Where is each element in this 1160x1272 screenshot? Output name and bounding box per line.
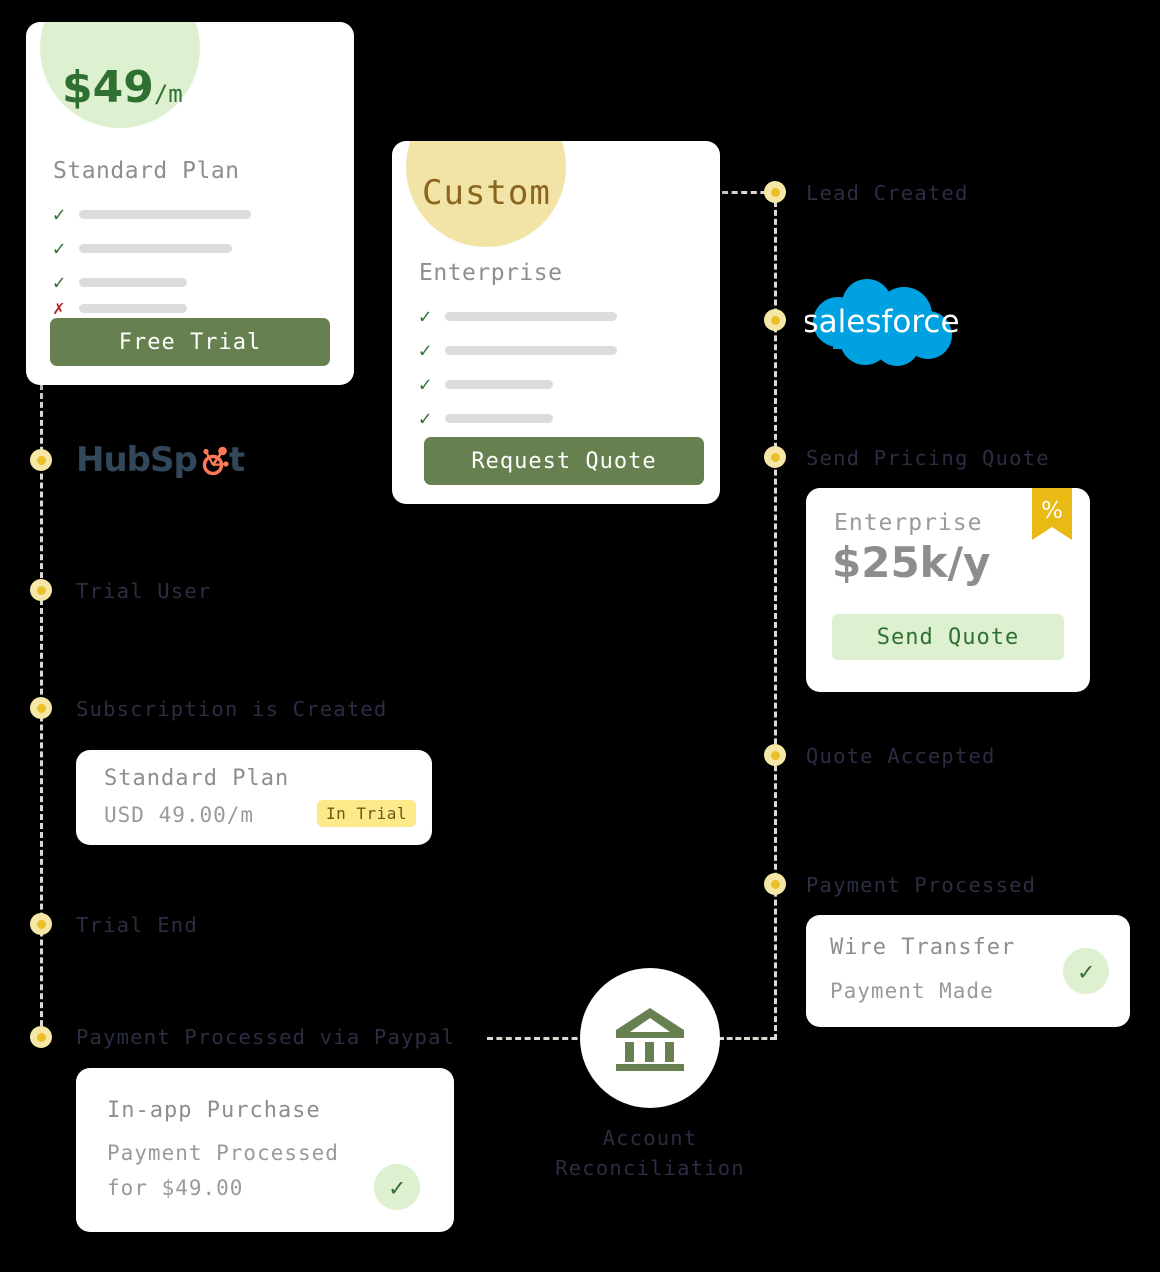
timeline-label-trial-user: Trial User [76, 579, 212, 603]
timeline-label-quote-accepted: Quote Accepted [806, 744, 996, 768]
subscription-card: Standard Plan USD 49.00/m In Trial [76, 750, 432, 845]
check-icon: ✓ [374, 1164, 420, 1210]
check-icon: ✓ [419, 304, 432, 328]
check-icon: ✓ [1063, 948, 1109, 994]
free-trial-button[interactable]: Free Trial [50, 318, 330, 366]
feature-bar [445, 413, 553, 423]
feature-row: ✓ [419, 337, 617, 363]
quote-card-price: $25k/y [832, 538, 991, 587]
check-icon: ✓ [419, 338, 432, 362]
enterprise-plan-card: Custom Enterprise ✓ ✓ ✓ ✓ Request Quote [392, 141, 720, 504]
timeline-dot-subscription-created[interactable] [30, 697, 52, 719]
bank-icon [616, 1008, 684, 1071]
timeline-dot-trial-user[interactable] [30, 579, 52, 601]
subscription-card-subtitle: USD 49.00/m [104, 803, 255, 827]
feature-bar [79, 277, 187, 287]
hubspot-logo: HubSp t [76, 440, 245, 480]
right-timeline-line [774, 192, 777, 1040]
feature-bar [445, 345, 617, 355]
request-quote-button[interactable]: Request Quote [424, 437, 704, 485]
standard-plan-card: $49/m Standard Plan ✓ ✓ ✓ ✗ Free Trial [26, 22, 354, 385]
hubspot-logo-text-before: HubSp [76, 440, 198, 480]
salesforce-cloud-icon: salesforce [802, 279, 960, 366]
quote-card: Enterprise $25k/y Send Quote % [806, 488, 1090, 692]
timeline-dot-send-pricing-quote[interactable] [764, 446, 786, 468]
account-reconciliation-node[interactable] [580, 968, 720, 1108]
timeline-label-lead-created: Lead Created [806, 181, 969, 205]
timeline-dot-payment-processed[interactable] [764, 873, 786, 895]
hubspot-sprocket-icon [202, 446, 229, 476]
timeline-dot-salesforce[interactable] [764, 309, 786, 331]
connector-reconciliation-to-right [718, 1037, 776, 1040]
svg-text:%: % [1041, 498, 1063, 524]
feature-row: ✗ [53, 295, 251, 321]
standard-feature-list: ✓ ✓ ✓ ✗ [53, 201, 251, 329]
timeline-dot-payment-paypal[interactable] [30, 1026, 52, 1048]
status-badge: In Trial [317, 800, 417, 827]
standard-plan-name: Standard Plan [53, 158, 240, 184]
timeline-dot-quote-accepted[interactable] [764, 744, 786, 766]
inapp-purchase-card: In-app Purchase Payment Processed for $4… [76, 1068, 454, 1232]
timeline-label-send-pricing-quote: Send Pricing Quote [806, 446, 1050, 470]
salesforce-logo: salesforce [802, 278, 961, 366]
timeline-dot-hubspot[interactable] [30, 449, 52, 471]
check-icon: ✓ [53, 236, 66, 260]
feature-bar [79, 209, 251, 219]
account-reconciliation-label: Account Reconciliation [530, 1124, 770, 1183]
enterprise-feature-list: ✓ ✓ ✓ ✓ [419, 303, 617, 439]
inapp-purchase-title: In-app Purchase [107, 1098, 321, 1123]
feature-bar [445, 379, 553, 389]
timeline-label-payment-paypal: Payment Processed via Paypal [76, 1025, 456, 1049]
enterprise-plan-name: Enterprise [419, 260, 563, 286]
inapp-purchase-line-2: for $49.00 [107, 1176, 244, 1200]
feature-row: ✓ [419, 371, 617, 397]
inapp-purchase-line-1: Payment Processed [107, 1141, 339, 1165]
subscription-card-title: Standard Plan [104, 766, 290, 791]
wire-transfer-title: Wire Transfer [830, 935, 1016, 960]
feature-bar [445, 311, 617, 321]
connector-paypal-to-reconciliation [487, 1037, 587, 1040]
reconciliation-label-line-2: Reconciliation [555, 1155, 745, 1180]
feature-row: ✓ [53, 269, 251, 295]
custom-label: Custom [422, 173, 551, 213]
timeline-label-payment-processed: Payment Processed [806, 873, 1037, 897]
price-period: /m [153, 80, 183, 108]
cross-icon: ✗ [53, 296, 65, 319]
wire-transfer-subtitle: Payment Made [830, 979, 994, 1003]
feature-row: ✓ [53, 201, 251, 227]
check-icon: ✓ [419, 406, 432, 430]
check-icon: ✓ [53, 202, 66, 226]
check-icon: ✓ [419, 372, 432, 396]
feature-bar [79, 303, 187, 313]
send-quote-button[interactable]: Send Quote [832, 614, 1064, 660]
quote-card-plan: Enterprise [834, 510, 983, 536]
price-amount: $49 [62, 62, 154, 113]
timeline-dot-trial-end[interactable] [30, 913, 52, 935]
percent-icon: % [1032, 488, 1072, 540]
hubspot-logo-text-after: t [228, 440, 245, 480]
connector-card-to-lead [722, 191, 776, 194]
salesforce-logo-text: salesforce [805, 304, 960, 340]
timeline-label-subscription-created: Subscription is Created [76, 697, 388, 721]
check-icon: ✓ [53, 270, 66, 294]
price-label: $49/m [62, 62, 183, 113]
feature-row: ✓ [419, 303, 617, 329]
wire-transfer-card: Wire Transfer Payment Made ✓ [806, 915, 1130, 1027]
feature-bar [79, 243, 232, 253]
timeline-label-trial-end: Trial End [76, 913, 198, 937]
feature-row: ✓ [53, 235, 251, 261]
timeline-dot-lead-created[interactable] [764, 181, 786, 203]
reconciliation-label-line-1: Account [602, 1126, 698, 1150]
feature-row: ✓ [419, 405, 617, 431]
